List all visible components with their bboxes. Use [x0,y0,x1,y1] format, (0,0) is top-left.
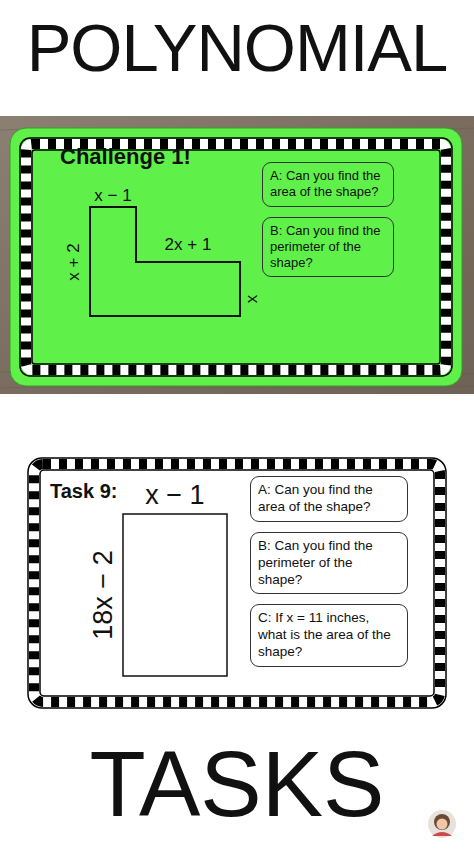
question-box: B: Can you find the perimeter of the sha… [250,532,408,595]
rectangle-shape [123,514,227,676]
dimension-label: x − 1 [94,187,131,204]
question-text: B: Can you find the perimeter of the sha… [270,223,386,272]
page-title: POLYNOMIAL [0,14,474,81]
dimension-label: x [243,295,260,304]
card-heading: Challenge 1! [60,144,191,170]
task-card [28,458,446,708]
question-text: A: Can you find the area of the shape? [270,168,386,201]
dimension-label: 2x + 1 [165,236,212,253]
page-caption: TASKS [0,738,474,830]
dimension-label: x + 2 [65,243,82,280]
question-text: C: If x = 11 inches, what is the area of… [258,610,400,661]
question-text: B: Can you find the perimeter of the sha… [258,538,400,589]
dimension-label: 18x − 2 [90,550,117,639]
card-heading: Task 9: [50,480,117,503]
dimension-label: x − 1 [145,482,204,509]
green-card [10,128,462,386]
author-avatar [428,810,456,838]
question-box: A: Can you find the area of the shape? [250,476,408,522]
question-box: B: Can you find the perimeter of the sha… [262,217,394,278]
question-text: A: Can you find the area of the shape? [258,482,400,516]
l-shape [90,207,240,316]
question-box: C: If x = 11 inches, what is the area of… [250,604,408,667]
question-box: A: Can you find the area of the shape? [262,162,394,207]
photo-background [0,116,474,394]
wood-grain [0,128,474,388]
